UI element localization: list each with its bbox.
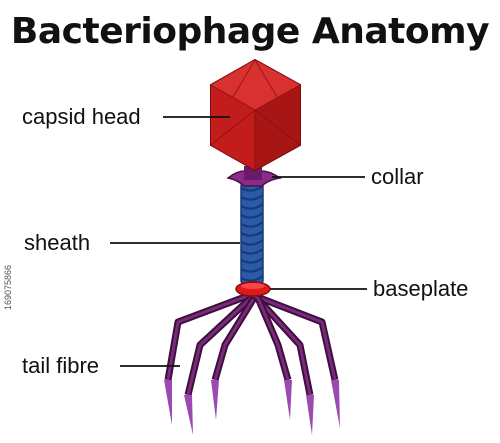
capsid-head-label: capsid head: [22, 104, 141, 129]
collar-label: collar: [371, 164, 424, 189]
baseplate-label: baseplate: [373, 276, 469, 301]
tail-fibre-label: tail fibre: [22, 353, 100, 378]
diagram-title: Bacteriophage Anatomy: [10, 11, 490, 52]
stock-id: 169075866: [3, 264, 13, 310]
sheath-label: sheath: [24, 230, 91, 255]
leader-lines: [110, 116, 367, 367]
tail-fibres: [164, 291, 340, 435]
baseplate: [235, 281, 271, 297]
sheath: [240, 179, 264, 287]
capsid-head: [210, 58, 301, 172]
